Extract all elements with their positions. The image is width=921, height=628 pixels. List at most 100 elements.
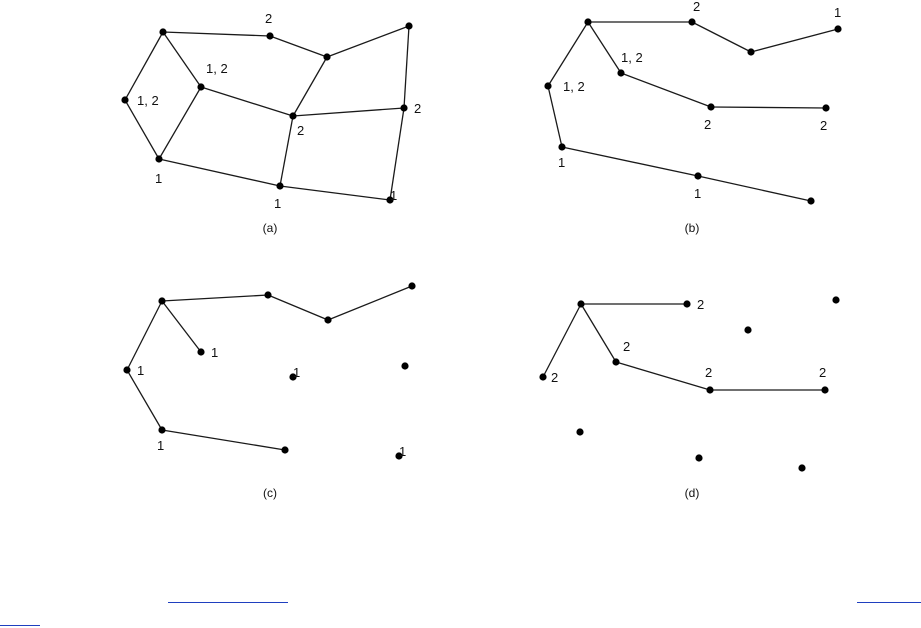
node-group-label: 1: [558, 155, 565, 170]
edge-4-5: [268, 295, 328, 320]
router-node: [822, 104, 829, 111]
edge-5-9: [751, 29, 838, 52]
router-node: [159, 28, 166, 35]
router-node: [158, 426, 165, 433]
node-group-label: 1, 2: [563, 79, 585, 94]
hyperlink-underline-left[interactable]: [168, 602, 288, 603]
router-node: [121, 96, 128, 103]
node-group-label: 1: [155, 171, 162, 186]
router-node: [276, 182, 283, 189]
node-group-label: 2: [414, 101, 421, 116]
router-node: [558, 143, 565, 150]
edge-3-7: [621, 73, 711, 107]
panel-caption: (b): [685, 221, 700, 235]
edge-4-5: [270, 36, 327, 57]
node-group-label: 1: [274, 196, 281, 211]
edge-7-8: [280, 186, 390, 200]
edge-2-7: [162, 430, 285, 450]
router-node: [694, 172, 701, 179]
router-node: [408, 282, 415, 289]
edge-1-3: [581, 304, 616, 362]
router-node: [706, 386, 713, 393]
edge-6-10: [698, 176, 811, 201]
router-node: [798, 464, 805, 471]
router-node: [832, 296, 839, 303]
node-group-label: 2: [623, 339, 630, 354]
node-group-label: 1, 2: [621, 50, 643, 65]
hyperlink-underline-right[interactable]: [857, 602, 921, 603]
router-node: [324, 316, 331, 323]
router-node: [744, 326, 751, 333]
router-node: [683, 300, 690, 307]
node-group-label: 1: [694, 186, 701, 201]
edge-0-1: [127, 301, 162, 370]
hyperlink-underline-bottom[interactable]: [0, 625, 40, 626]
router-node: [281, 446, 288, 453]
node-group-label: 2: [819, 365, 826, 380]
router-node: [197, 348, 204, 355]
node-group-label: 2: [697, 297, 704, 312]
edge-0-2: [127, 370, 162, 430]
router-node: [688, 18, 695, 25]
router-node: [695, 454, 702, 461]
edge-5-6: [293, 57, 327, 116]
node-group-label: 1: [834, 5, 841, 20]
panel-d: 2 2 2 2 2 (d): [539, 296, 839, 500]
node-group-label: 1, 2: [137, 93, 159, 108]
router-node: [289, 112, 296, 119]
router-node: [539, 373, 546, 380]
router-node: [584, 18, 591, 25]
node-group-label: 1: [399, 444, 406, 459]
router-node: [123, 366, 130, 373]
node-group-label: 2: [820, 118, 827, 133]
node-group-label: 1, 2: [206, 61, 228, 76]
node-group-label: 1: [157, 438, 164, 453]
router-node: [821, 386, 828, 393]
node-group-label: 2: [265, 11, 272, 26]
node-group-label: 2: [705, 365, 712, 380]
edge-3-7: [616, 362, 710, 390]
router-node: [834, 25, 841, 32]
edge-2-3: [159, 87, 201, 159]
edge-10-9: [404, 26, 409, 108]
edge-1-3: [588, 22, 621, 73]
panel-caption: (d): [685, 486, 700, 500]
edge-1-3: [163, 32, 201, 87]
router-node: [400, 104, 407, 111]
router-node: [323, 53, 330, 60]
router-node: [707, 103, 714, 110]
edge-9-8: [390, 108, 404, 200]
edge-0-1: [543, 304, 581, 377]
router-node: [158, 297, 165, 304]
edge-1-4: [162, 295, 268, 301]
edge-5-10: [327, 26, 409, 57]
router-node: [807, 197, 814, 204]
edge-7-8: [711, 107, 826, 108]
router-node: [264, 291, 271, 298]
router-node: [544, 82, 551, 89]
router-node: [612, 358, 619, 365]
edge-0-1: [548, 22, 588, 86]
edge-1-4: [163, 32, 270, 36]
edge-6-7: [280, 116, 293, 186]
router-node: [266, 32, 273, 39]
edge-2-7: [159, 159, 280, 186]
router-node: [197, 83, 204, 90]
router-node: [401, 362, 408, 369]
node-group-label: 1: [211, 345, 218, 360]
edge-4-5: [692, 22, 751, 52]
panel-caption: (c): [263, 486, 277, 500]
router-node: [576, 428, 583, 435]
edge-0-2: [548, 86, 562, 147]
edge-0-2: [125, 100, 159, 159]
edge-0-1: [125, 32, 163, 100]
panel-caption: (a): [263, 221, 278, 235]
node-group-label: 2: [551, 370, 558, 385]
node-group-label: 2: [693, 0, 700, 14]
router-node: [747, 48, 754, 55]
edge-1-3: [162, 301, 201, 352]
